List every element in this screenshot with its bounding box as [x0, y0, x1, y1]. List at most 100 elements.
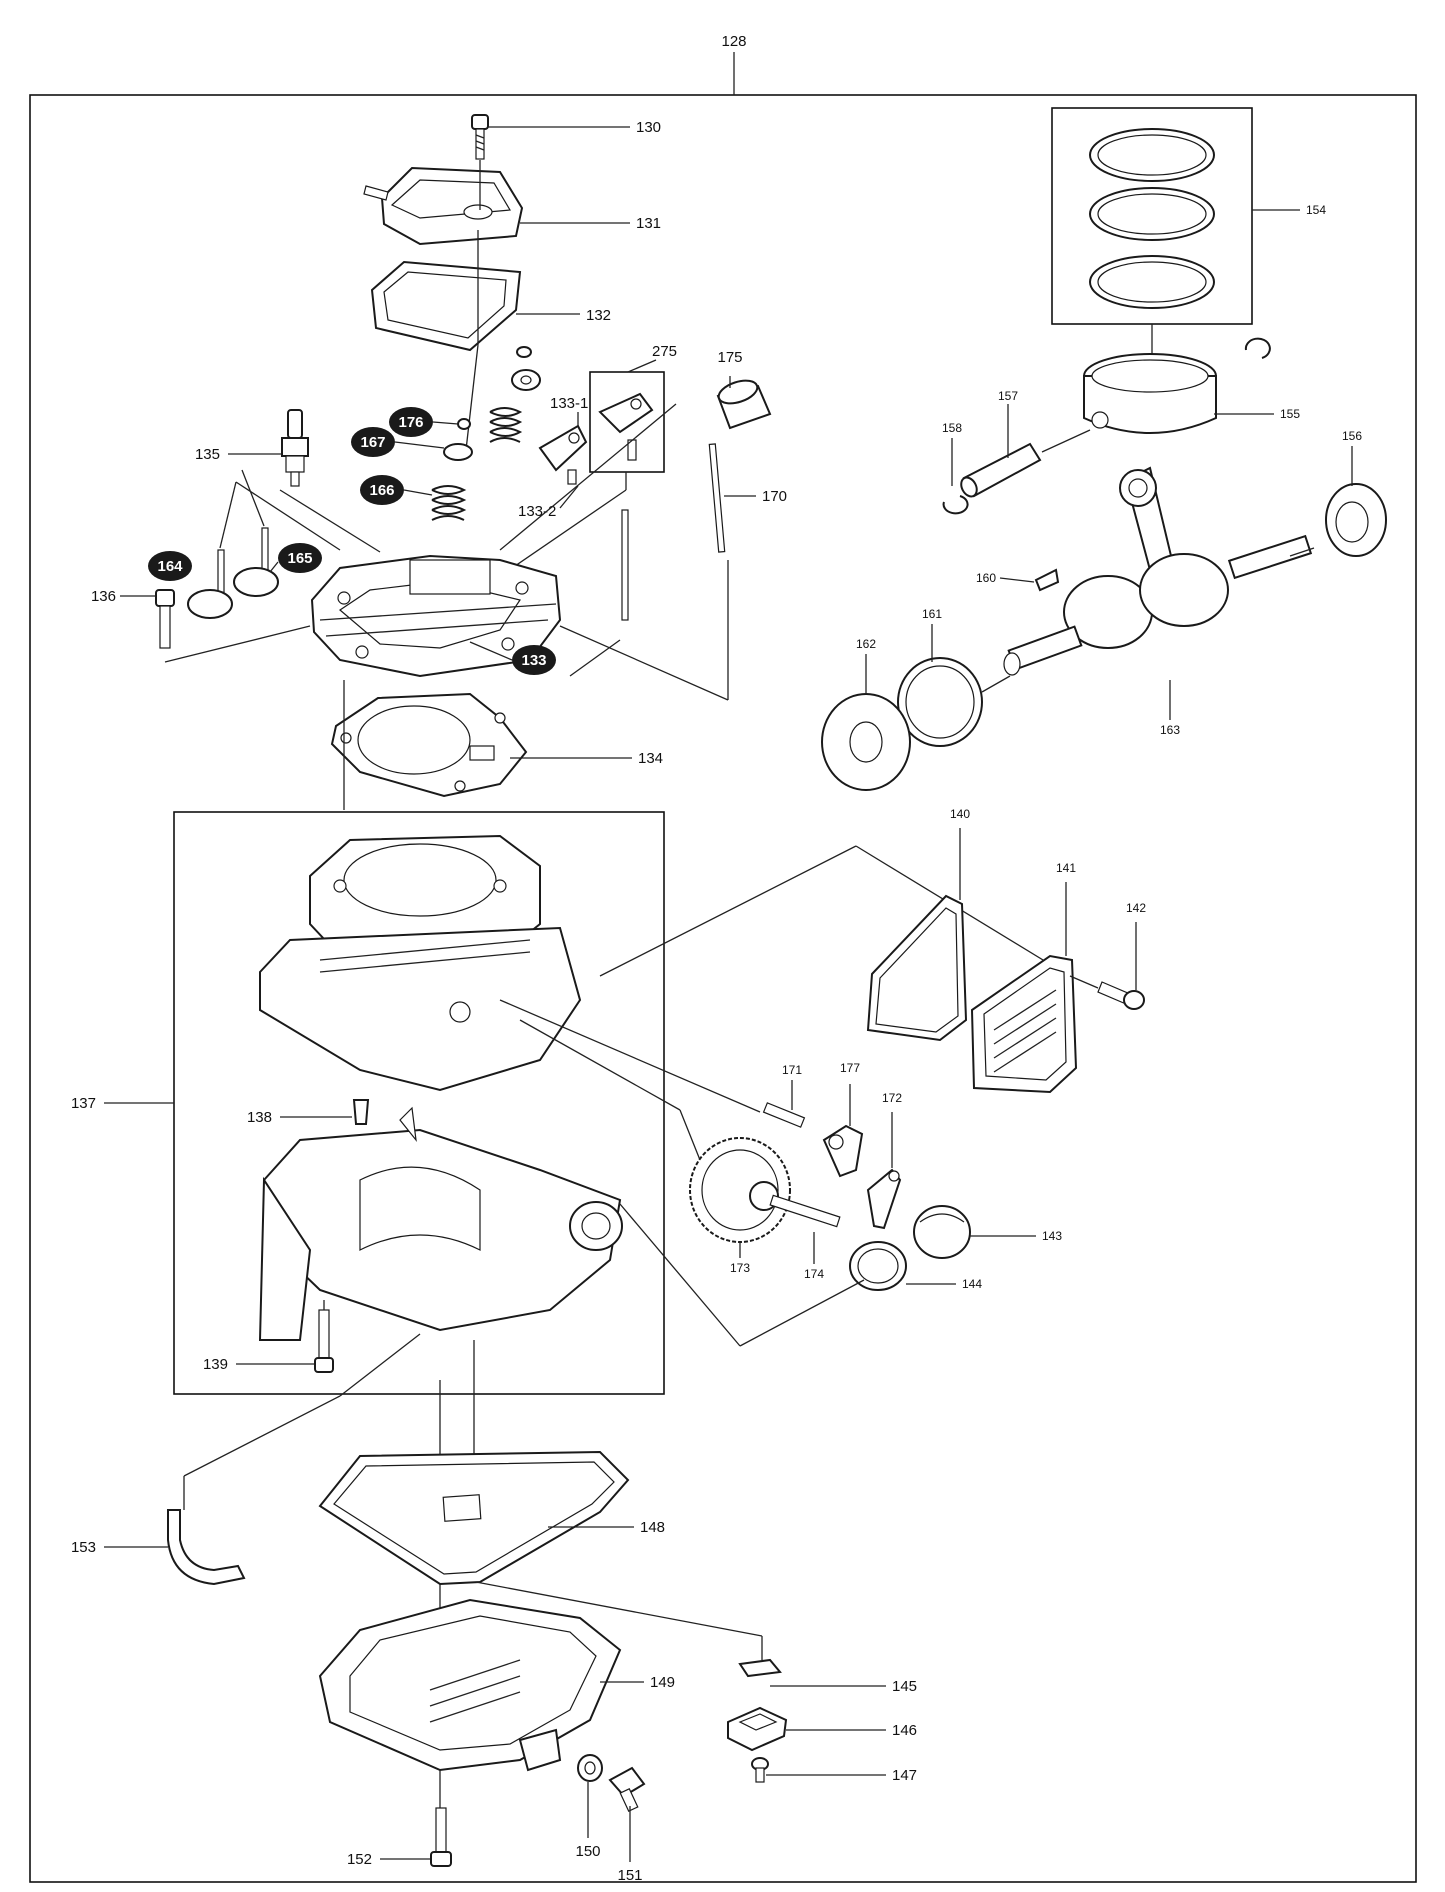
valve-spring — [431, 485, 467, 521]
cylinder-head — [310, 554, 562, 678]
piston-pin — [960, 442, 1042, 498]
breather-screw — [751, 1757, 769, 1783]
governor-arm — [822, 1124, 864, 1178]
callout-177: 177 — [840, 1061, 860, 1075]
callout-135: 135 — [195, 446, 220, 463]
svg-text:176: 176 — [398, 414, 423, 431]
drain-plug-small — [352, 1099, 370, 1125]
cylinder-block — [259, 834, 582, 1092]
callout-165: 165 — [278, 543, 322, 573]
callout-146: 146 — [892, 1722, 917, 1739]
rocker-arm-kit-box — [589, 371, 665, 473]
drain-bolt — [608, 1766, 646, 1812]
callout-133: 133 — [512, 645, 556, 675]
callout-157: 157 — [998, 389, 1018, 403]
filler-gasket — [849, 1241, 907, 1291]
callout-163: 163 — [1160, 723, 1180, 737]
svg-text:164: 164 — [157, 558, 183, 575]
svg-text:167: 167 — [360, 434, 385, 451]
piston-pin-circlip — [942, 495, 969, 515]
rocker-arm-kit — [598, 392, 654, 461]
callout-154: 154 — [1306, 203, 1326, 217]
callout-151: 151 — [617, 1867, 642, 1884]
head-gasket — [330, 692, 528, 798]
side-cover-bolt — [1097, 981, 1145, 1010]
exhaust-valve — [187, 549, 233, 619]
callout-152: 152 — [347, 1851, 372, 1868]
callout-132: 132 — [586, 307, 611, 324]
callout-141: 141 — [1056, 861, 1076, 875]
oil-seal — [821, 693, 911, 791]
oil-pan — [318, 1598, 622, 1772]
svg-text:133: 133 — [521, 652, 546, 669]
callout-170: 170 — [762, 488, 787, 505]
o-ring — [897, 657, 983, 747]
callout-128: 128 — [721, 33, 746, 50]
callout-133-2: 133-2 — [518, 503, 556, 520]
head-cover-bolt — [471, 114, 489, 160]
spark-plug — [281, 409, 309, 487]
callout-160: 160 — [976, 571, 996, 585]
oil-pan-bolt — [430, 1807, 452, 1867]
guide-tube — [716, 379, 772, 430]
head-cover — [363, 166, 524, 246]
callout-143: 143 — [1042, 1229, 1062, 1243]
rocker-arm — [538, 424, 588, 485]
crankshaft — [1003, 466, 1313, 676]
piston-clip — [1244, 337, 1271, 359]
callout-173: 173 — [730, 1261, 750, 1275]
cam-gear — [689, 1137, 791, 1243]
cam-shaft-pin — [769, 1194, 841, 1228]
callout-148: 148 — [640, 1519, 665, 1536]
callout-166: 166 — [360, 475, 404, 505]
callout-158: 158 — [942, 421, 962, 435]
callout-140: 140 — [950, 807, 970, 821]
callout-150: 150 — [575, 1843, 600, 1860]
callout-174: 174 — [804, 1267, 824, 1281]
intake-valve — [233, 527, 279, 597]
oil-seal-crank — [1325, 483, 1387, 557]
callout-134: 134 — [638, 750, 663, 767]
svg-text:166: 166 — [369, 482, 394, 499]
callout-144: 144 — [962, 1277, 982, 1291]
callout-153: 153 — [71, 1539, 96, 1556]
callout-171: 171 — [782, 1063, 802, 1077]
breather-hose — [167, 1509, 246, 1586]
governor-lever — [866, 1168, 902, 1230]
callout-149: 149 — [650, 1674, 675, 1691]
callout-142: 142 — [1126, 901, 1146, 915]
callout-161: 161 — [922, 607, 942, 621]
crankcase-bolt — [314, 1309, 334, 1373]
callout-176: 176 — [389, 407, 433, 437]
callout-162: 162 — [856, 637, 876, 651]
spacer-plate — [738, 1658, 782, 1678]
breather-valve — [727, 1706, 788, 1752]
valve-spring-retainer — [489, 346, 541, 443]
woodruff-key — [1034, 568, 1060, 592]
callout-130: 130 — [636, 119, 661, 136]
outer-frame — [29, 94, 1417, 1883]
head-bolt — [155, 589, 175, 649]
oil-pan-gasket — [318, 1450, 630, 1586]
callout-133-1: 133-1 — [550, 395, 588, 412]
valve-spring-seat — [443, 443, 473, 461]
svg-text:165: 165 — [287, 550, 312, 567]
side-cover — [970, 954, 1078, 1094]
callout-167: 167 — [351, 427, 395, 457]
callout-275: 275 — [652, 343, 677, 360]
drain-washer — [577, 1754, 603, 1782]
oil-filler-cap — [913, 1205, 971, 1259]
callout-147: 147 — [892, 1767, 917, 1784]
callout-138: 138 — [247, 1109, 272, 1126]
crankcase-lower — [258, 1106, 623, 1341]
piston-rings — [1089, 128, 1215, 309]
callout-172: 172 — [882, 1091, 902, 1105]
callout-145: 145 — [892, 1678, 917, 1695]
valve-cotter — [457, 418, 471, 430]
callout-131: 131 — [636, 215, 661, 232]
callout-156: 156 — [1342, 429, 1362, 443]
head-cover-gasket — [370, 260, 522, 352]
callout-155: 155 — [1280, 407, 1300, 421]
piston — [1083, 353, 1217, 434]
